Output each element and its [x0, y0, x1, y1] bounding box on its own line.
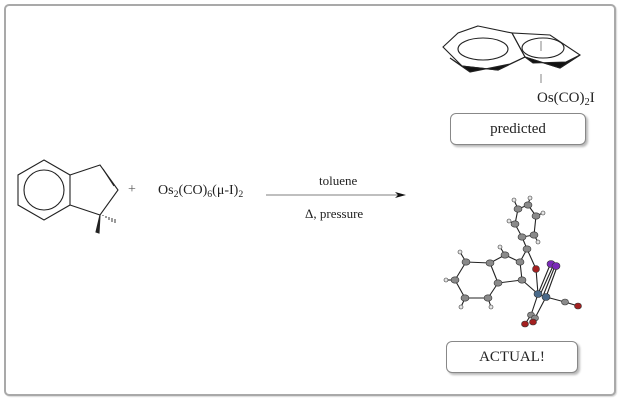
hash-methyl-bond	[102, 215, 116, 223]
oxygen-atom	[521, 320, 529, 328]
carbon-atom	[461, 258, 471, 266]
carbon-atom	[561, 298, 569, 306]
carbon-atom	[523, 201, 533, 209]
hydrogen-atom	[497, 244, 503, 250]
metal-suffix: I	[589, 90, 595, 106]
carbon-atom	[460, 294, 470, 302]
condition-heat-pressure: Δ, pressure	[305, 206, 364, 221]
oxygen-atom	[532, 265, 540, 273]
carbon-atom	[515, 258, 525, 266]
reagent-os: Os	[158, 183, 174, 198]
osmium-atom	[533, 290, 543, 298]
actual-label-box: ACTUAL!	[446, 341, 578, 373]
five-membered-ring	[69, 164, 119, 216]
hydrogen-atom	[527, 195, 533, 201]
reagent-sub-os: 2	[173, 189, 179, 200]
reagent-formula: Os2(CO)6(μ-I)2	[158, 183, 243, 199]
hydrogen-atom	[458, 304, 464, 310]
osmium-atom	[541, 293, 551, 301]
reaction-arrow	[266, 192, 406, 198]
oxygen-atom	[529, 318, 537, 326]
hydrogen-atom	[457, 249, 463, 255]
reagent-mu-iodide: (μ-I)	[212, 183, 239, 198]
carbon-atom	[483, 294, 493, 302]
metal-prefix: Os(CO)	[537, 90, 585, 106]
predicted-label-box: predicted	[450, 113, 586, 145]
carbon-atom	[500, 251, 510, 259]
aromatic-circle	[23, 169, 65, 211]
arrowhead-icon	[395, 192, 406, 198]
carbon-atom	[529, 231, 539, 239]
carbon-atom	[450, 276, 460, 284]
double-bond-line	[102, 168, 115, 187]
carbon-atom	[510, 220, 520, 228]
reagent-sub-i: 2	[238, 189, 244, 200]
wedge-methyl-bond	[95, 214, 101, 234]
actual-label: ACTUAL!	[479, 348, 545, 365]
hydrogen-atom	[540, 210, 546, 216]
five-ring-front-edge	[524, 54, 581, 69]
metal-sub: 2	[584, 97, 590, 108]
reagent-sub-co: 6	[207, 189, 213, 200]
oxygen-atom	[574, 302, 582, 310]
carbon-atom	[522, 245, 532, 253]
six-ring-aromatic-ellipse	[457, 37, 509, 61]
condition-solvent: toluene	[319, 173, 358, 188]
predicted-label: predicted	[490, 120, 546, 137]
actual-product-crystal-structure	[443, 195, 582, 328]
hydrogen-atom	[511, 197, 517, 203]
hydrogen-atom	[443, 277, 449, 283]
hydrogen-atom	[488, 304, 494, 310]
carbon-atom	[531, 212, 541, 220]
plus-sign: +	[128, 182, 136, 197]
hydrogen-atom	[535, 239, 541, 245]
atoms	[443, 195, 582, 328]
reagent-co: (CO)	[178, 183, 208, 198]
predicted-metal-fragment: Os(CO)2I	[537, 90, 595, 108]
predicted-product-structure	[442, 25, 582, 83]
hydrogen-atom	[506, 218, 512, 224]
iodine-atom	[551, 262, 561, 270]
carbon-atom	[493, 279, 503, 287]
carbon-atom	[517, 276, 527, 284]
carbon-atom	[485, 259, 495, 267]
reactant-indene-structure	[17, 159, 119, 234]
carbon-atom	[513, 205, 523, 213]
five-ring-aromatic-ellipse	[521, 37, 565, 59]
carbon-atom	[517, 233, 527, 241]
benzene-ring	[17, 159, 71, 221]
